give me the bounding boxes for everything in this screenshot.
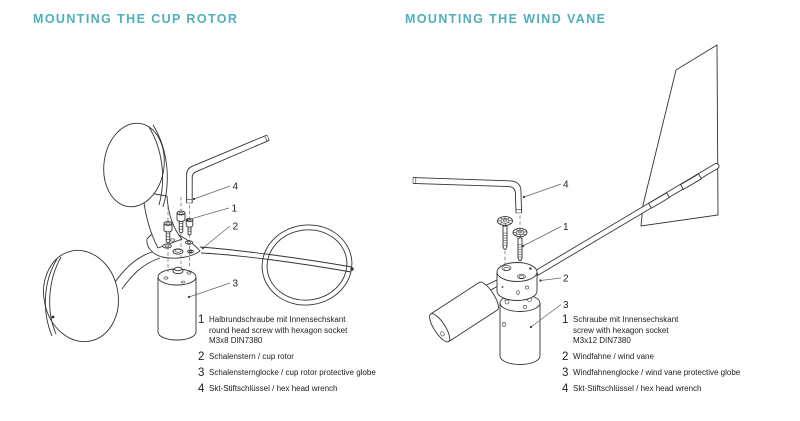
round-head-screws-drawing bbox=[163, 210, 194, 243]
wind-vane-protective-globe-drawing bbox=[499, 293, 541, 365]
legend-item-2: 2 Schalenstern / cup rotor bbox=[198, 351, 294, 364]
cup-rotor-legend: 1 Halbrundschraube mit Innensechskant ro… bbox=[198, 314, 376, 399]
wind-vane-title: MOUNTING THE WIND VANE bbox=[405, 12, 607, 26]
hex-wrench-drawing bbox=[412, 177, 523, 214]
cup-rotor-title: MOUNTING THE CUP ROTOR bbox=[33, 12, 239, 26]
callout-2: 2 bbox=[563, 274, 569, 285]
callout-2: 2 bbox=[233, 222, 239, 233]
callout-1: 1 bbox=[563, 222, 569, 233]
legend-item-4: 4 Skt-Stiftschlüssel / hex head wrench bbox=[562, 382, 702, 395]
tail-fin-drawing bbox=[640, 44, 719, 227]
callout-3: 3 bbox=[563, 300, 569, 311]
cup-right-ring bbox=[261, 224, 354, 306]
wind-vane-exploded-diagram: 4 1 2 3 bbox=[412, 44, 720, 365]
wind-vane-legend: 1 Schraube mit Innensechskant screw with… bbox=[562, 314, 741, 399]
cup-rotor-callouts: 4 1 2 3 bbox=[185, 182, 239, 299]
washers-drawing bbox=[162, 238, 194, 255]
cup-rotor-drawing bbox=[43, 122, 354, 343]
cup-rotor-protective-globe-drawing bbox=[157, 266, 197, 341]
legend-item-3: 3 Schalensternglocke / cup rotor protect… bbox=[198, 366, 376, 379]
callout-4: 4 bbox=[233, 182, 239, 193]
callout-3: 3 bbox=[233, 279, 239, 290]
hex-wrench-drawing bbox=[186, 134, 270, 204]
counterweight-drawing bbox=[429, 281, 499, 343]
cup-rotor-exploded-diagram: 4 1 2 3 bbox=[43, 122, 354, 343]
legend-item-2: 2 Windfahne / wind vane bbox=[562, 351, 654, 364]
cup-upper bbox=[103, 122, 168, 208]
wind-vane-callouts: 4 1 2 3 bbox=[521, 180, 569, 329]
legend-item-1: 1 Halbrundschraube mit Innensechskant ro… bbox=[198, 314, 348, 346]
cup-lower-left bbox=[43, 249, 119, 343]
legend-item-1: 1 Schraube mit Innensechskant screw with… bbox=[562, 314, 679, 346]
vane-hub-drawing bbox=[496, 262, 538, 301]
callout-4: 4 bbox=[563, 180, 569, 191]
hex-socket-screws-drawing bbox=[497, 216, 528, 262]
legend-item-3: 3 Windfahnenglocke / wind vane protectiv… bbox=[562, 366, 741, 379]
callout-1: 1 bbox=[232, 204, 238, 215]
legend-item-4: 4 Skt-Stiftschlüssel / hex head wrench bbox=[198, 382, 338, 395]
vane-rod-drawing bbox=[535, 163, 720, 276]
